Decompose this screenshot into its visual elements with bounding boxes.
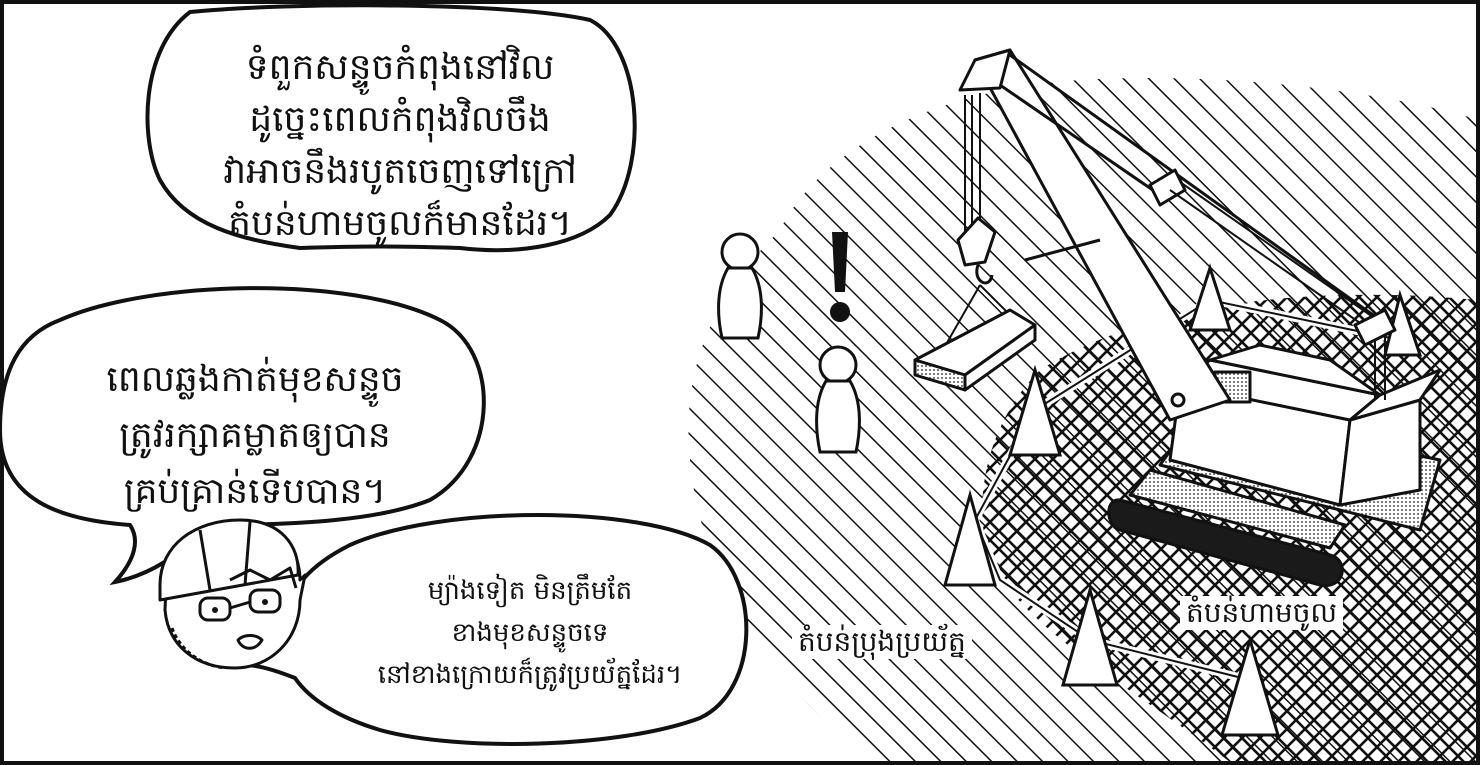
restricted-zone-label: តំបន់ហាមចូល [1180,596,1343,630]
speech-bubble-3-text: ម្យ៉ាងទៀត មិនត្រឹមតែ ខាងមុខសន្ទូចទេ នៅខា… [320,570,740,696]
speech-line: ដូច្នេះពេលកំពុងវិលចឹង [190,94,610,146]
speech-line: ត្រូវរក្សាគម្លាតឲ្យបាន [40,408,470,464]
speech-line: ទំពួកសន្ទូចកំពុងនៅវិល [190,42,610,94]
speech-line: ពេលឆ្លងកាត់មុខសន្ទូច [40,352,470,408]
speech-line: ខាងមុខសន្ទូចទេ [320,612,740,654]
speech-line: វាអាចនឹងរបូតចេញទៅក្រៅ [190,146,610,198]
speech-line: គ្រប់គ្រាន់ទើបបាន។ [40,464,470,520]
caution-zone-label: តំបន់ប្រុងប្រយ័ត្ន [792,625,972,659]
speech-line: តំបន់ហាមចូលក៏មានដែរ។ [190,198,610,250]
speech-bubble-1-text: ទំពួកសន្ទូចកំពុងនៅវិល ដូច្នេះពេលកំពុងវិល… [190,42,610,250]
worker-character [160,520,305,668]
speech-line: ម្យ៉ាងទៀត មិនត្រឹមតែ [320,570,740,612]
speech-line: នៅខាងក្រោយក៏ត្រូវប្រយ័ត្នដែរ។ [320,654,740,696]
speech-bubble-2-text: ពេលឆ្លងកាត់មុខសន្ទូច ត្រូវរក្សាគម្លាតឲ្យ… [40,352,470,520]
